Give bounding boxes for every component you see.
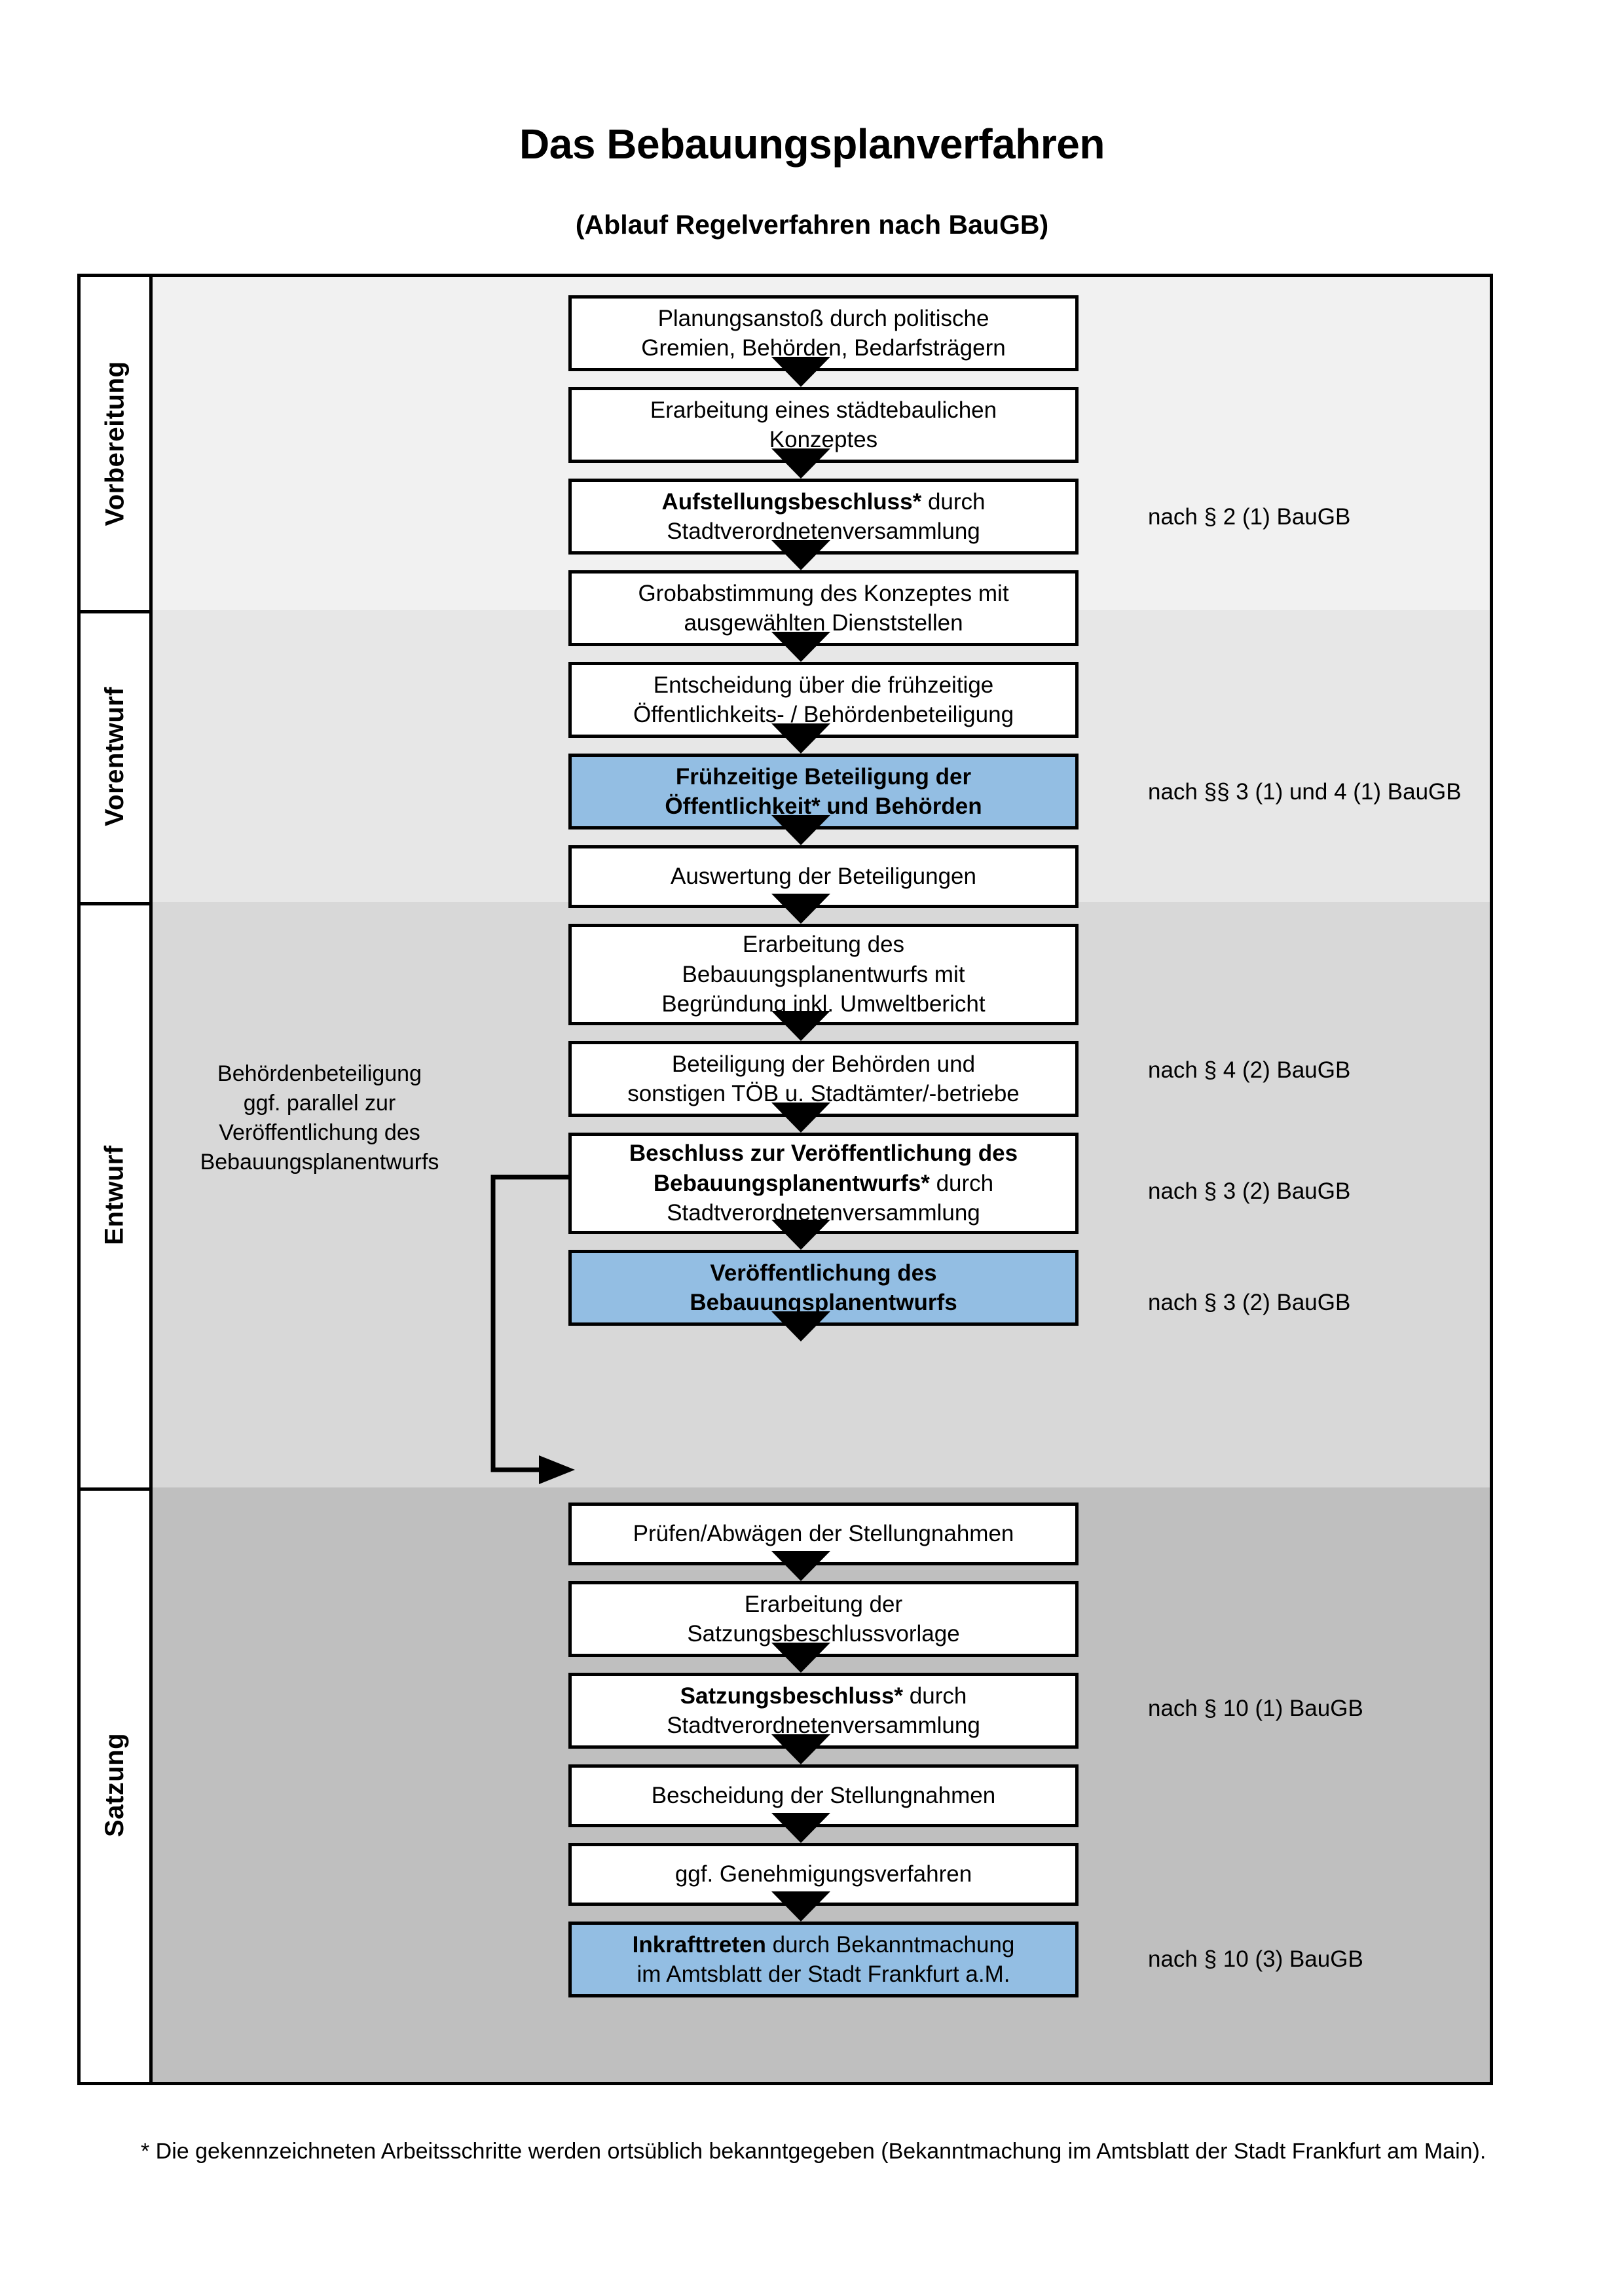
page-title: Das Bebauungsplanverfahren — [519, 120, 1105, 168]
side-annotation-line: Behördenbeteiligung — [217, 1061, 422, 1086]
flow-arrow-9 — [771, 1102, 830, 1133]
phase-label-text: Vorbereitung — [100, 361, 129, 526]
law-note-par2-1: nach § 2 (1) BauGB — [1148, 504, 1351, 530]
flow-arrow-2 — [771, 448, 830, 479]
law-note-par4-2: nach § 4 (2) BauGB — [1148, 1057, 1351, 1083]
phase-label-vorentwurf: Vorentwurf — [81, 610, 149, 902]
side-annotation-line: Bebauungsplanentwurfs — [200, 1149, 439, 1175]
flow-arrow-5 — [771, 723, 830, 754]
law-note-par3-1-4-1: nach §§ 3 (1) und 4 (1) BauGB — [1148, 779, 1462, 805]
phase-label-text: Vorentwurf — [100, 686, 129, 826]
footnote-text: * Die gekennzeichneten Arbeitsschritte w… — [141, 2139, 1486, 2164]
flow-arrow-4 — [771, 632, 830, 662]
step-text: Auswertung der Beteiligungen — [671, 864, 976, 890]
law-note-par10-3: nach § 10 (3) BauGB — [1148, 1946, 1363, 1972]
flow-arrow-7 — [771, 894, 830, 924]
phase-divider-1 — [81, 610, 149, 613]
flow-arrow-6 — [771, 815, 830, 845]
phase-label-entwurf: Entwurf — [81, 902, 149, 1487]
phase-label-text: Entwurf — [100, 1144, 129, 1245]
flow-arrow-11 — [771, 1311, 830, 1341]
flow-arrow-14 — [771, 1734, 830, 1764]
phase-label-vorbereitung: Vorbereitung — [81, 277, 149, 610]
label-column-divider — [149, 277, 153, 2082]
phase-divider-3 — [81, 1487, 149, 1491]
law-note-par3-2-a: nach § 3 (2) BauGB — [1148, 1178, 1351, 1204]
side-annotation-line: Veröffentlichung des — [219, 1120, 420, 1145]
law-note-par10-1: nach § 10 (1) BauGB — [1148, 1696, 1363, 1721]
flow-arrow-1 — [771, 357, 830, 387]
flowchart-frame: Vorbereitung Vorentwurf Entwurf Satzung … — [77, 274, 1493, 2085]
page-subtitle: (Ablauf Regelverfahren nach BauGB) — [575, 210, 1049, 240]
flow-arrow-16 — [771, 1891, 830, 1922]
step-text: Prüfen/Abwägen der Stellungnahmen — [633, 1521, 1014, 1547]
flow-arrow-8 — [771, 1011, 830, 1041]
flow-arrow-15 — [771, 1813, 830, 1843]
phase-divider-2 — [81, 902, 149, 905]
step-text: Bescheidung der Stellungnahmen — [651, 1783, 996, 1809]
step-box-genehmigungsverfahren[interactable]: ggf. Genehmigungsverfahren — [568, 1843, 1079, 1906]
side-annotation-behoerdenbeteiligung: Behördenbeteiligung ggf. parallel zur Ve… — [166, 1059, 473, 1177]
flow-arrow-12 — [771, 1551, 830, 1581]
flow-arrow-13 — [771, 1643, 830, 1673]
phase-label-satzung: Satzung — [81, 1487, 149, 2082]
flow-arrow-10 — [771, 1220, 830, 1250]
step-text: ggf. Genehmigungsverfahren — [674, 1861, 972, 1887]
side-annotation-line: ggf. parallel zur — [243, 1090, 396, 1116]
phase-label-text: Satzung — [100, 1732, 130, 1837]
flow-arrow-3 — [771, 540, 830, 570]
law-note-par3-2-b: nach § 3 (2) BauGB — [1148, 1290, 1351, 1315]
